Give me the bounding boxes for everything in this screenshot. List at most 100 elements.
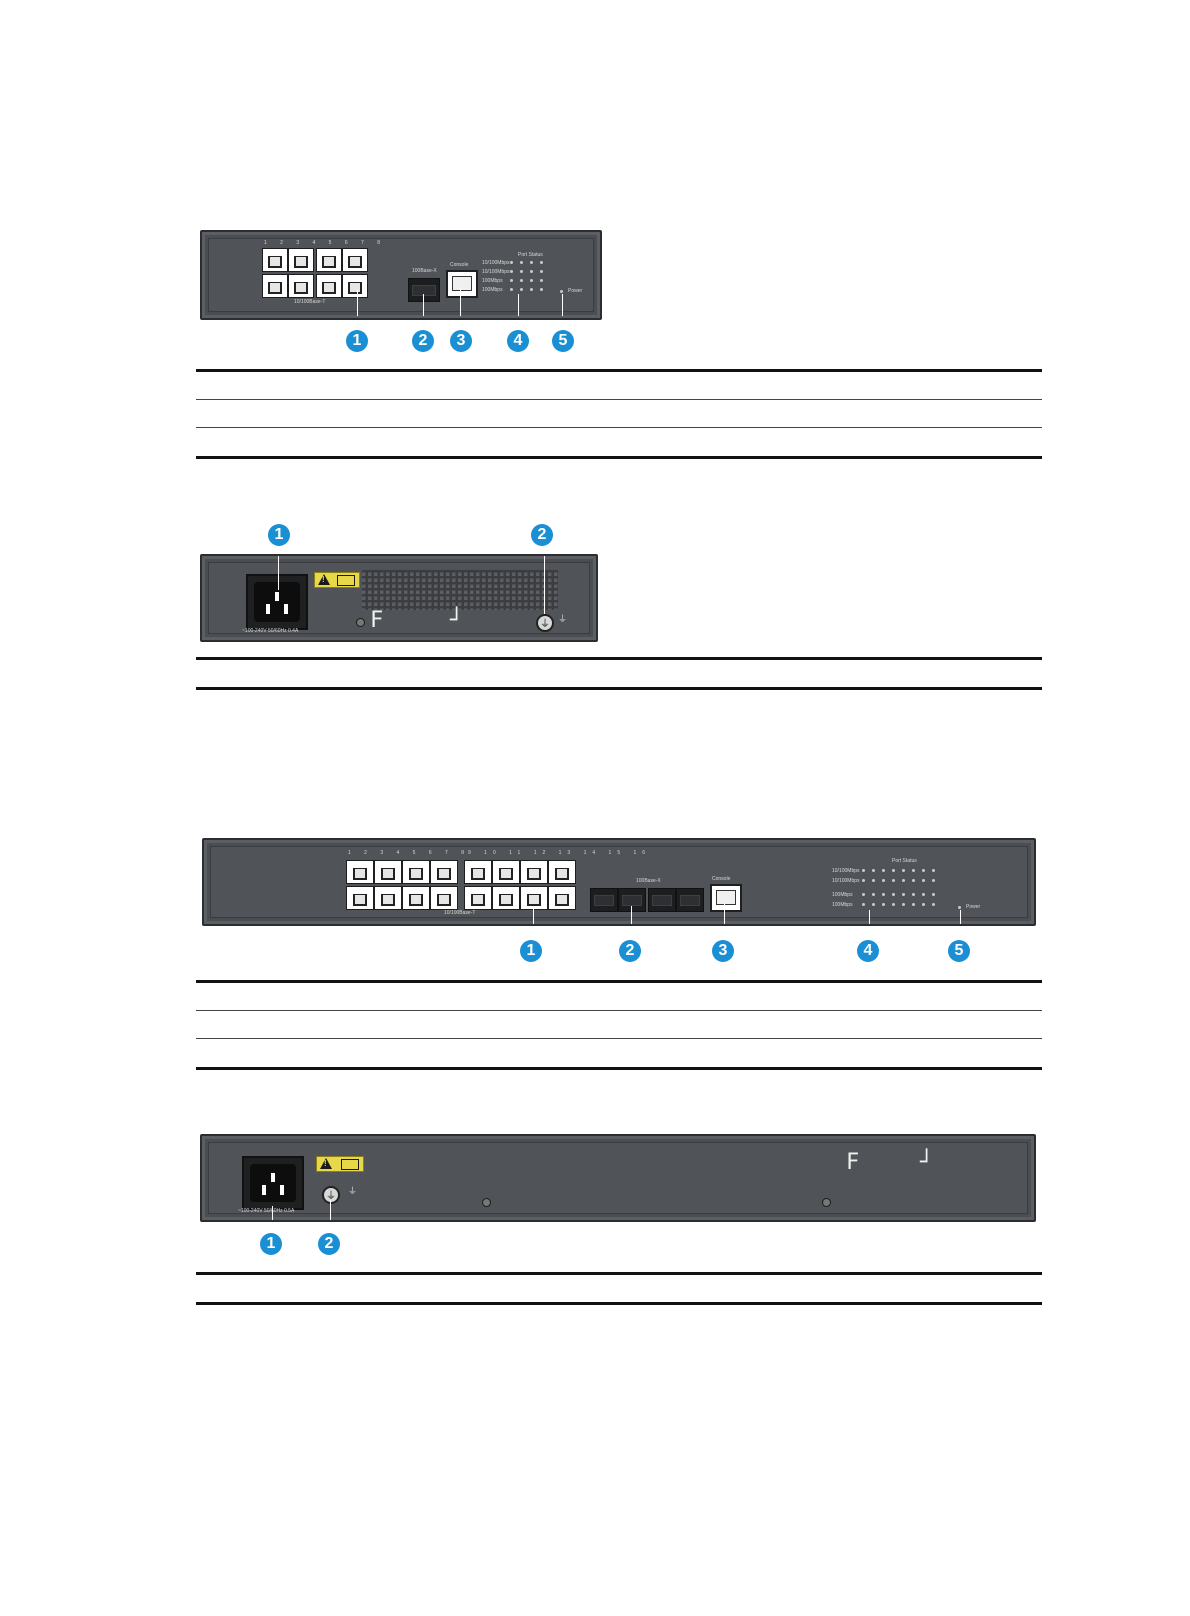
ac-power-socket <box>242 1156 304 1210</box>
rj45-port <box>520 886 548 910</box>
rj45-port <box>262 274 288 298</box>
callout-badge: 1 <box>346 330 368 352</box>
warning-triangle-icon <box>318 574 330 585</box>
port-number-labels: 1 2 3 4 5 6 7 8 <box>348 850 470 856</box>
callout-badge: 4 <box>507 330 529 352</box>
socket-pin <box>275 592 279 601</box>
rj45-port <box>374 860 402 884</box>
status-led <box>912 879 915 882</box>
callout-badge: 2 <box>531 524 553 546</box>
ventilation-grille <box>362 570 558 610</box>
status-led <box>862 879 865 882</box>
table-rule <box>196 657 1042 660</box>
grounding-screw-icon <box>536 614 554 632</box>
status-led <box>530 261 533 264</box>
status-led <box>862 903 865 906</box>
callout-leader <box>562 294 563 316</box>
sfp-port <box>648 888 676 912</box>
socket-pin <box>284 604 288 614</box>
status-led <box>902 893 905 896</box>
led-row-label: 100Mbps <box>832 902 853 908</box>
status-led <box>520 261 523 264</box>
callout-leader <box>272 1206 273 1220</box>
screw-icon <box>356 618 365 627</box>
socket-face <box>250 1164 296 1202</box>
status-led <box>912 869 915 872</box>
device-front-panel: 1 2 3 4 5 6 7 8 10/100Base-T 100Base-X C… <box>200 230 602 320</box>
status-led <box>862 893 865 896</box>
rj45-port <box>520 860 548 884</box>
status-led <box>922 869 925 872</box>
grounding-screw-icon <box>322 1186 340 1204</box>
console-label: Console <box>450 262 469 268</box>
power-led <box>958 906 961 909</box>
status-led <box>882 869 885 872</box>
rj45-port <box>548 886 576 910</box>
rj45-port <box>464 860 492 884</box>
callout-leader <box>533 906 534 924</box>
rj45-port <box>402 860 430 884</box>
power-rating: ~100-240V 50/60Hz 0.5A <box>238 1208 295 1214</box>
callout-badge: 2 <box>619 940 641 962</box>
status-led <box>882 879 885 882</box>
status-led <box>932 903 935 906</box>
ground-symbol-icon: ⏚ <box>348 1186 358 1196</box>
status-led <box>892 869 895 872</box>
callout-leader <box>869 910 870 924</box>
led-row-label: 10/100Mbps <box>482 269 510 275</box>
sfp-label: 100Base-X <box>636 878 661 884</box>
socket-pin <box>271 1173 275 1182</box>
status-led <box>872 893 875 896</box>
status-led <box>902 869 905 872</box>
callout-badge: 1 <box>260 1233 282 1255</box>
sfp-port <box>676 888 704 912</box>
ports-caption: 10/100Base-T <box>294 299 326 305</box>
manual-book-icon <box>341 1159 359 1170</box>
callout-leader <box>544 556 545 614</box>
rj45-port <box>346 860 374 884</box>
power-label: Power <box>568 288 583 294</box>
ports-caption: 10/100Base-T <box>444 910 476 916</box>
rj45-port <box>316 248 342 272</box>
status-led <box>530 288 533 291</box>
table-rule <box>196 399 1042 400</box>
status-led <box>912 903 915 906</box>
status-led <box>922 893 925 896</box>
rj45-port <box>262 248 288 272</box>
callout-leader <box>423 294 424 316</box>
socket-pin <box>266 604 270 614</box>
status-led <box>510 270 513 273</box>
status-led <box>540 279 543 282</box>
table-rule <box>196 1010 1042 1011</box>
status-led <box>902 879 905 882</box>
ground-symbol-icon: ⏚ <box>558 614 568 624</box>
rack-mark-icon: F <box>370 608 384 633</box>
sfp-port <box>408 278 440 302</box>
power-led <box>560 290 563 293</box>
rj45-port <box>316 274 342 298</box>
ac-power-socket <box>246 574 308 630</box>
console-label: Console <box>712 876 731 882</box>
callout-badge: 1 <box>268 524 290 546</box>
led-row-label: 10/100Mbps <box>482 260 510 266</box>
status-led <box>932 869 935 872</box>
port-number-labels: 9 10 11 12 13 14 15 16 <box>468 850 652 856</box>
status-led <box>872 879 875 882</box>
status-led <box>882 893 885 896</box>
socket-pin <box>280 1185 284 1195</box>
status-led <box>912 893 915 896</box>
callout-leader <box>357 290 358 316</box>
screw-icon <box>482 1198 491 1207</box>
callout-badge: 1 <box>520 940 542 962</box>
panel-face <box>208 1142 1028 1214</box>
manual-book-icon <box>337 575 355 586</box>
status-led <box>932 879 935 882</box>
led-group-label: Port Status <box>892 858 917 864</box>
table-rule <box>196 1302 1042 1305</box>
led-row-label: 100Mbps <box>832 892 853 898</box>
table-rule <box>196 456 1042 459</box>
rj45-port <box>464 886 492 910</box>
status-led <box>882 903 885 906</box>
rj45-port <box>430 860 458 884</box>
rack-mark-icon: F <box>846 1150 860 1175</box>
